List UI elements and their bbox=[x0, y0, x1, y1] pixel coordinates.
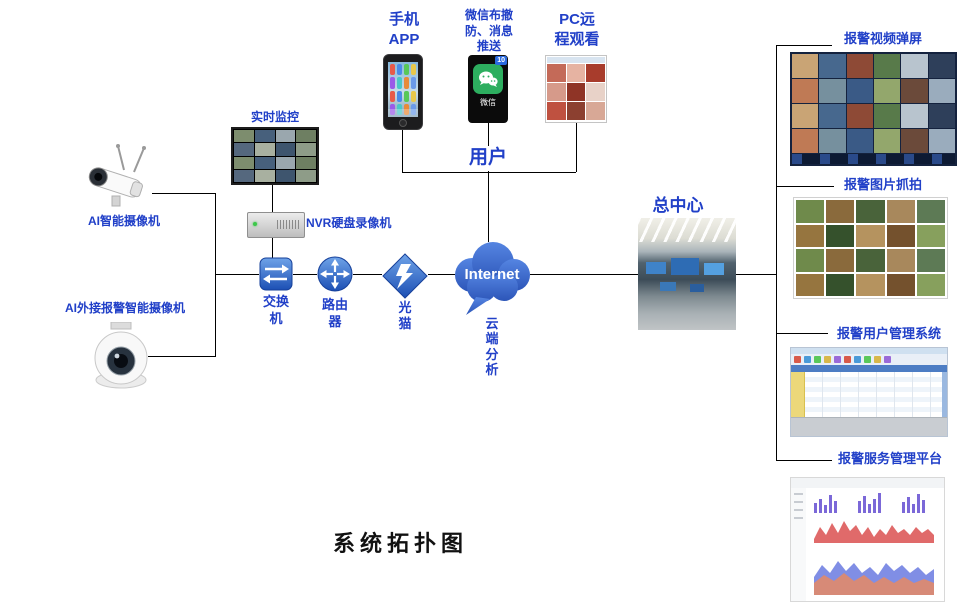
wechat-push-label: 微信布撤 防、消息 推送 bbox=[464, 8, 513, 54]
connector-pc-drop bbox=[576, 123, 577, 172]
connector-stub-service bbox=[776, 460, 832, 461]
user-group-label: 用户 bbox=[462, 146, 514, 171]
phone-app-grid bbox=[390, 64, 416, 115]
switch-icon bbox=[259, 257, 293, 291]
wall-screen bbox=[704, 263, 724, 275]
main-center-label: 总中心 bbox=[652, 196, 704, 215]
connector-user-cloud bbox=[488, 172, 489, 242]
dome-camera-label: AI外接报警智能摄像机 bbox=[64, 301, 185, 315]
connector-monitor-nvr bbox=[272, 185, 273, 212]
live-monitor-label: 实时监控 bbox=[250, 110, 299, 124]
monitor-video-grid bbox=[234, 130, 316, 182]
connector-camera-junction bbox=[215, 193, 216, 357]
router-label: 路由 器 bbox=[321, 297, 348, 329]
internet-label: Internet bbox=[464, 266, 520, 283]
alarm-user-mgmt-label: 报警用户管理系统 bbox=[836, 326, 941, 341]
alarm-user-mgmt-image bbox=[790, 347, 948, 437]
connector-phone-drop bbox=[402, 130, 403, 172]
mgmt-left-column bbox=[791, 372, 805, 417]
alarm-video-popup-label: 报警视频弹屏 bbox=[843, 31, 922, 46]
alarm-capture-image bbox=[793, 197, 948, 299]
optical-modem-icon bbox=[382, 253, 428, 299]
ceiling-lights bbox=[638, 218, 736, 242]
mgmt-titlebar bbox=[791, 348, 947, 354]
bullet-camera-label: AI智能摄像机 bbox=[87, 214, 160, 228]
pc-browser-bar bbox=[547, 57, 605, 63]
nvr-label: NVR硬盘录像机 bbox=[306, 216, 392, 230]
wechat-app-name: 微信 bbox=[480, 98, 496, 107]
alarm-capture-label: 报警图片抓拍 bbox=[843, 177, 922, 192]
connector-router-modem bbox=[353, 274, 382, 275]
connector-stub-capture bbox=[776, 186, 834, 187]
connector-cloud-center bbox=[530, 274, 638, 275]
mgmt-scrollbar bbox=[942, 372, 947, 417]
switch-label: 交换 机 bbox=[262, 294, 289, 326]
diagram-title: 系统拓扑图 bbox=[333, 531, 469, 556]
phone-app-label: 手机 APP bbox=[388, 11, 420, 48]
modem-label: 光 猫 bbox=[398, 300, 412, 331]
connector-right-trunk bbox=[776, 45, 777, 461]
desk-monitor bbox=[690, 284, 704, 292]
connector-stub-user-mgmt bbox=[776, 333, 828, 334]
bullet-camera-icon bbox=[88, 144, 146, 207]
alarm-service-platform-label: 报警服务管理平台 bbox=[837, 451, 942, 466]
wechat-bubbles-icon bbox=[479, 71, 498, 87]
wechat-badge: 10 bbox=[495, 56, 507, 65]
phone-home-button-icon bbox=[399, 119, 407, 127]
internet-cloud-icon bbox=[455, 242, 530, 315]
connector-user-bus bbox=[402, 172, 576, 173]
mgmt-status-bar bbox=[791, 417, 947, 436]
wall-screen bbox=[671, 258, 699, 275]
connector-nvr-switch bbox=[272, 236, 273, 258]
wechat-app-icon bbox=[473, 64, 503, 94]
video-wall-toolbar bbox=[792, 154, 955, 164]
mgmt-toolbar bbox=[791, 354, 947, 365]
smartphone-image bbox=[383, 54, 423, 130]
mgmt-table-rows bbox=[805, 372, 942, 417]
alarm-service-dashboard-image bbox=[790, 477, 945, 602]
alarm-video-wall-image bbox=[790, 52, 957, 166]
pc-remote-view-image bbox=[545, 55, 607, 123]
router-icon bbox=[317, 256, 353, 292]
live-monitor-image bbox=[231, 127, 319, 185]
dome-camera-icon bbox=[94, 322, 148, 389]
connector-switch-router bbox=[293, 274, 317, 275]
capture-thumb-grid bbox=[796, 200, 945, 296]
phone-screen bbox=[388, 62, 418, 117]
desk-monitor bbox=[660, 282, 676, 291]
connector-modem-cloud bbox=[428, 274, 455, 275]
mgmt-table-body bbox=[791, 372, 947, 417]
connector-bullet-camera bbox=[152, 193, 216, 194]
connector-dome-camera bbox=[148, 356, 216, 357]
pc-remote-label: PC远 程观看 bbox=[554, 11, 600, 48]
wall-screen bbox=[646, 262, 666, 274]
video-wall-grid bbox=[792, 54, 955, 153]
main-center-photo bbox=[638, 218, 736, 330]
pc-image-grid bbox=[547, 64, 605, 120]
connector-center-right bbox=[736, 274, 776, 275]
phone-dock bbox=[388, 109, 418, 117]
nvr-device bbox=[247, 212, 305, 238]
cloud-analysis-label: 云 端 分 析 bbox=[485, 316, 499, 377]
connector-junction-switch bbox=[215, 274, 259, 275]
mgmt-table-header bbox=[791, 365, 947, 372]
connector-stub-video-popup bbox=[776, 45, 832, 46]
wechat-phone-image: 10 微信 bbox=[468, 55, 508, 123]
